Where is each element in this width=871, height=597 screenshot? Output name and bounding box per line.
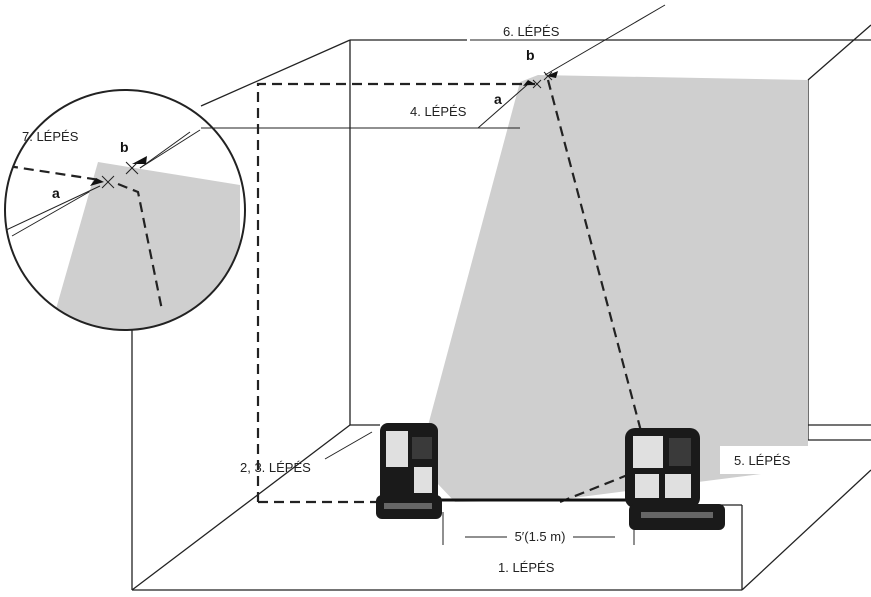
a-label-zoom: a xyxy=(52,185,60,201)
laser-beam-plane xyxy=(418,75,808,502)
distance-dimension: 5′(1.5 m) xyxy=(442,512,635,545)
laser-level-icon xyxy=(376,423,442,519)
step5-label: 5. LÉPÉS xyxy=(734,453,791,468)
distance-label: 5′(1.5 m) xyxy=(515,529,566,544)
zoom-inset xyxy=(4,89,246,331)
a-label-main: a xyxy=(494,91,502,107)
step7-label: 7. LÉPÉS xyxy=(22,129,79,144)
arrowhead-b-main xyxy=(546,71,558,78)
laser-level-icon xyxy=(625,428,725,530)
b-label-zoom: b xyxy=(120,139,129,155)
step4-label: 4. LÉPÉS xyxy=(410,104,467,119)
b-label-main: b xyxy=(526,47,535,63)
step6-label: 6. LÉPÉS xyxy=(503,24,560,39)
step23-label: 2, 3. LÉPÉS xyxy=(240,460,311,475)
x-mark-main xyxy=(532,71,553,89)
arrowhead-a-main xyxy=(523,80,535,86)
step1-label: 1. LÉPÉS xyxy=(498,560,555,575)
